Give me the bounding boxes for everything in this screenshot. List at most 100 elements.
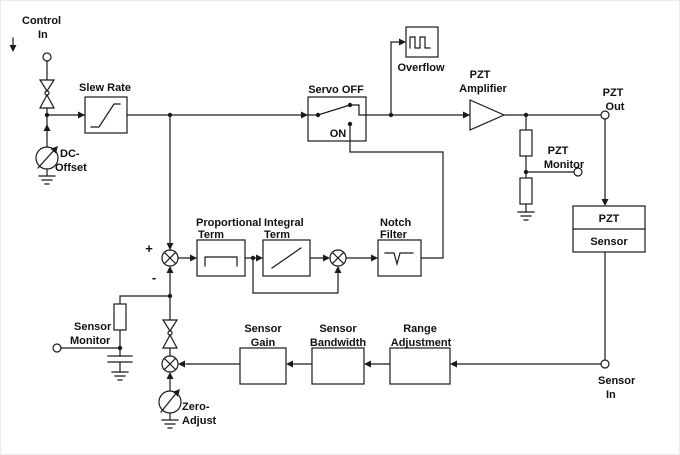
arrowhead bbox=[323, 254, 330, 262]
arrowhead bbox=[190, 254, 197, 262]
proportional-icon bbox=[204, 256, 238, 267]
zero-adjust-label-line1: Zero- bbox=[182, 401, 210, 413]
proportional-term-block: Proportional Term bbox=[196, 217, 261, 277]
integral-term-label-line1: Integral bbox=[264, 217, 304, 229]
sensor-bandwidth-box bbox=[311, 347, 365, 385]
attenuator-wiper-icon bbox=[44, 90, 50, 96]
adjust-arrow-icon bbox=[37, 147, 57, 169]
attenuator-icon bbox=[38, 93, 56, 109]
sensor-monitor-label-line2: Monitor bbox=[70, 335, 111, 347]
junction-dot bbox=[388, 112, 394, 118]
error-summing-junction: + - bbox=[145, 241, 179, 285]
pzt-monitor-label-line1: PZT bbox=[548, 145, 569, 157]
junction-dot bbox=[250, 255, 256, 261]
servo-on-label: ON bbox=[330, 128, 347, 140]
summing-x bbox=[163, 251, 177, 265]
proportional-term-label-line1: Proportional bbox=[196, 217, 261, 229]
notch-filter-block: Notch Filter bbox=[377, 217, 422, 277]
notch-filter-label-line2: Filter bbox=[380, 229, 408, 241]
proportional-term-box bbox=[196, 239, 246, 277]
pzt-sensor-block: PZT Sensor bbox=[572, 205, 646, 253]
sensor-bandwidth-label-line2: Bandwidth bbox=[310, 337, 366, 349]
switch-contact bbox=[347, 121, 353, 127]
switch-contact bbox=[315, 112, 321, 118]
dc-offset-label-line1: DC- bbox=[60, 148, 80, 160]
arrowhead bbox=[450, 360, 457, 368]
integral-term-block: Integral Term bbox=[262, 217, 311, 277]
arrowhead bbox=[463, 111, 470, 119]
ground-icon bbox=[161, 412, 179, 429]
sensor-in-label-line2: In bbox=[606, 389, 616, 401]
switch-contact bbox=[347, 102, 353, 108]
slew-rate-label: Slew Rate bbox=[79, 82, 131, 94]
ground-icon bbox=[517, 211, 535, 221]
terminal-icon bbox=[600, 110, 610, 120]
junction-dot bbox=[117, 345, 123, 351]
arrowhead bbox=[286, 360, 293, 368]
terminal-icon bbox=[52, 343, 62, 353]
zero-adjust-label-line2: Adjust bbox=[182, 415, 217, 427]
arrowhead bbox=[50, 146, 58, 154]
sensor-bandwidth-label-line1: Sensor bbox=[319, 323, 357, 335]
control-in-label-line1: Control bbox=[22, 15, 61, 27]
arrowhead bbox=[256, 254, 263, 262]
notch-filter-label-line1: Notch bbox=[380, 217, 411, 229]
range-adjustment-box bbox=[389, 347, 451, 385]
overflow-icon bbox=[409, 36, 431, 49]
arrowhead bbox=[78, 111, 85, 119]
notch-icon bbox=[384, 252, 414, 267]
junction-dot bbox=[523, 169, 529, 175]
pzt-cell-label: PZT bbox=[599, 213, 620, 225]
arrowhead bbox=[371, 254, 378, 262]
pzt-out-label-line1: PZT bbox=[603, 87, 624, 99]
terminal-icon bbox=[600, 359, 610, 369]
sensor-gain-block: Sensor Gain bbox=[239, 323, 287, 385]
switch-icon bbox=[307, 104, 367, 142]
pzt-monitor-label-line2: Monitor bbox=[544, 159, 585, 171]
control-in-label-line2: In bbox=[38, 29, 48, 41]
sensor-monitor: Sensor Monitor bbox=[52, 303, 133, 381]
junction-dot bbox=[167, 112, 173, 118]
pzt-monitor: PZT Monitor bbox=[517, 129, 585, 221]
sensor-in-terminal: Sensor In bbox=[598, 359, 636, 401]
arrowhead bbox=[166, 243, 174, 250]
pzt-amplifier: PZT Amplifier bbox=[459, 69, 508, 131]
pzt-out-terminal: PZT Out bbox=[600, 87, 625, 120]
arrowhead bbox=[364, 360, 371, 368]
arrowhead bbox=[178, 360, 185, 368]
slew-rate-icon bbox=[90, 103, 121, 128]
minus-sign: - bbox=[152, 270, 156, 285]
dc-offset-label-line2: Offset bbox=[55, 162, 87, 174]
sensor-gain-label-line2: Gain bbox=[251, 337, 276, 349]
dc-offset-source: DC- Offset bbox=[35, 146, 87, 185]
capacitor-icon bbox=[107, 355, 133, 373]
sensor-bandwidth-block: Sensor Bandwidth bbox=[310, 323, 366, 385]
resistor-icon bbox=[113, 303, 127, 331]
arrowhead bbox=[172, 389, 180, 397]
resistor-icon bbox=[519, 177, 533, 205]
arrowhead bbox=[301, 111, 308, 119]
amplifier-icon bbox=[469, 99, 506, 131]
notch-filter-box bbox=[377, 239, 422, 277]
sensor-monitor-label-line1: Sensor bbox=[74, 321, 112, 333]
pzt-amplifier-label-line2: Amplifier bbox=[459, 83, 507, 95]
attenuator-wiper-icon bbox=[167, 330, 173, 336]
sensor-gain-label-line1: Sensor bbox=[244, 323, 282, 335]
proportional-term-label-line2: Term bbox=[198, 229, 224, 241]
summing-x bbox=[331, 251, 345, 265]
slew-rate-box bbox=[84, 96, 128, 134]
feedback-summing-junction bbox=[161, 355, 179, 373]
junction-dot bbox=[167, 293, 173, 299]
terminal-icon bbox=[573, 167, 583, 177]
servo-switch-block: Servo OFF ON bbox=[307, 84, 367, 142]
plus-sign: + bbox=[145, 241, 153, 256]
down-arrow-icon bbox=[9, 45, 17, 52]
resistor-icon bbox=[519, 129, 533, 157]
sensor-gain-box bbox=[239, 347, 287, 385]
overflow-block: Overflow bbox=[397, 26, 445, 74]
arrowhead bbox=[43, 124, 51, 131]
range-adjustment-label-line2: Adjustment bbox=[391, 337, 452, 349]
junction-dot bbox=[44, 112, 50, 118]
